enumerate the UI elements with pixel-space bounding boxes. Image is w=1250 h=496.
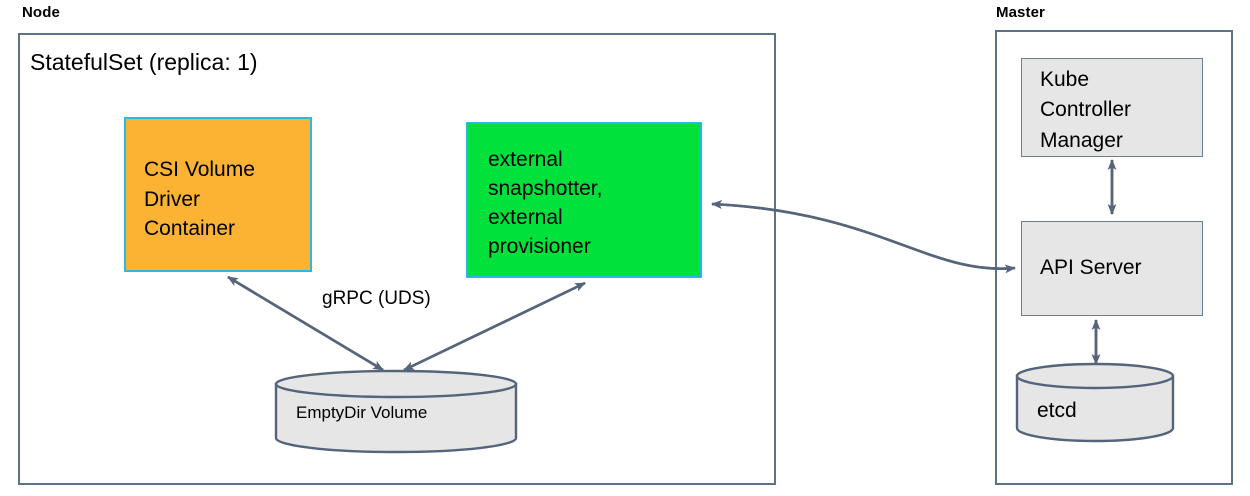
kcm-box-line-2: Controller xyxy=(1040,98,1132,122)
csi-volume-driver-container-box[interactable]: CSI Volume Driver Container xyxy=(124,117,312,272)
emptydir-volume-label: EmptyDir Volume xyxy=(296,403,428,422)
grpc-uds-edge-label: gRPC (UDS) xyxy=(322,288,431,309)
sidecars-box-line-2: snapshotter, xyxy=(488,177,603,201)
emptydir-volume-cylinder[interactable]: EmptyDir Volume xyxy=(274,369,518,454)
etcd-label: etcd xyxy=(1037,399,1077,422)
etcd-cylinder[interactable]: etcd xyxy=(1015,362,1175,443)
sidecars-box-line-1: external xyxy=(488,148,563,172)
csi-box-line-1: CSI Volume xyxy=(144,157,255,181)
csi-box-line-2: Driver xyxy=(144,187,200,211)
external-sidecars-box[interactable]: external snapshotter, external provision… xyxy=(466,122,702,278)
sidecars-box-line-4: provisioner xyxy=(488,234,591,258)
kcm-box-line-1: Kube xyxy=(1040,67,1090,91)
sidecars-box-line-3: external xyxy=(488,206,563,229)
api-server-box[interactable]: API Server xyxy=(1021,221,1203,316)
kcm-box-line-3: Manager xyxy=(1040,128,1123,152)
master-group-label: Master xyxy=(996,4,1045,21)
node-group-label: Node xyxy=(22,4,60,21)
statefulset-title: StatefulSet (replica: 1) xyxy=(30,49,258,75)
kube-controller-manager-box[interactable]: Kube Controller Manager xyxy=(1021,58,1203,157)
api-server-label: API Server xyxy=(1040,256,1142,280)
csi-box-line-3: Container xyxy=(144,217,236,241)
